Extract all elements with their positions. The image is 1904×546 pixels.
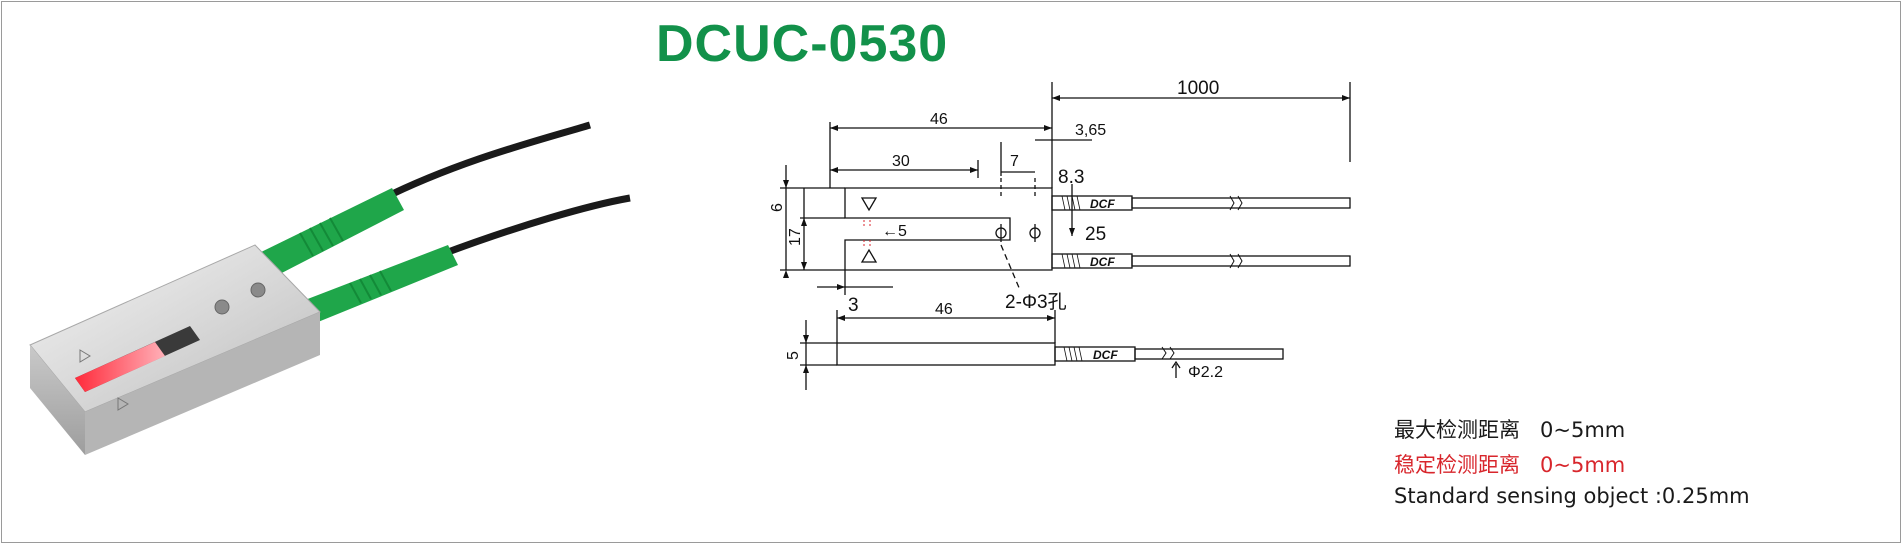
dim-46-top: 46 [930, 111, 948, 128]
sensor-body-front [30, 345, 85, 455]
dim-slot-5: ←5 [882, 223, 907, 240]
screw-hole-2 [250, 282, 266, 298]
dim-46-side: 46 [935, 301, 953, 318]
dim-1000: 1000 [1177, 78, 1219, 99]
spec-max-distance: 最大检测距离 0~5mm [1394, 414, 1625, 444]
cable-upper [378, 121, 592, 204]
hole-spec: 2-Φ3孔 [1005, 291, 1067, 313]
dim-5-side: 5 [785, 351, 802, 360]
dim-17: 17 [787, 228, 804, 246]
technical-drawing [780, 82, 1351, 390]
green-sleeve-upper [255, 188, 404, 278]
spec-stable-distance: 稳定检测距离 0~5mm [1394, 449, 1625, 479]
body-outline-side-view [836, 342, 1056, 366]
sensor-body-side [85, 312, 320, 455]
body-outline-top-view [844, 187, 1053, 271]
product-title: DCUC-0530 [656, 15, 949, 73]
green-sleeve-lower [305, 245, 458, 322]
cable-lower [438, 194, 631, 259]
spec-stable-distance-value: 0~5mm [1540, 453, 1626, 477]
red-beam [75, 342, 165, 392]
dim-25: 25 [1085, 224, 1106, 245]
screw-hole-1 [214, 299, 230, 315]
dim-8-3: 8.3 [1058, 167, 1084, 188]
product-photo [29, 121, 631, 455]
brand-label-3: DCF [1093, 348, 1118, 362]
brand-label-1: DCF [1090, 197, 1115, 211]
triangle-mark-1 [79, 349, 91, 363]
dim-30: 30 [892, 153, 910, 170]
dim-3-65: 3,65 [1075, 122, 1106, 139]
triangle-mark-2 [117, 397, 129, 411]
spec-max-distance-label: 最大检测距离 [1394, 418, 1520, 442]
brand-label-2: DCF [1090, 255, 1115, 269]
dim-6: 6 [769, 203, 786, 212]
spec-standard-object: Standard sensing object :0.25mm [1394, 484, 1750, 508]
dim-7: 7 [1010, 153, 1019, 170]
spec-stable-distance-label: 稳定检测距离 [1394, 453, 1520, 477]
spec-max-distance-value: 0~5mm [1540, 418, 1626, 442]
dim-3: 3 [848, 295, 859, 316]
cable-diameter: Φ2.2 [1188, 364, 1223, 381]
